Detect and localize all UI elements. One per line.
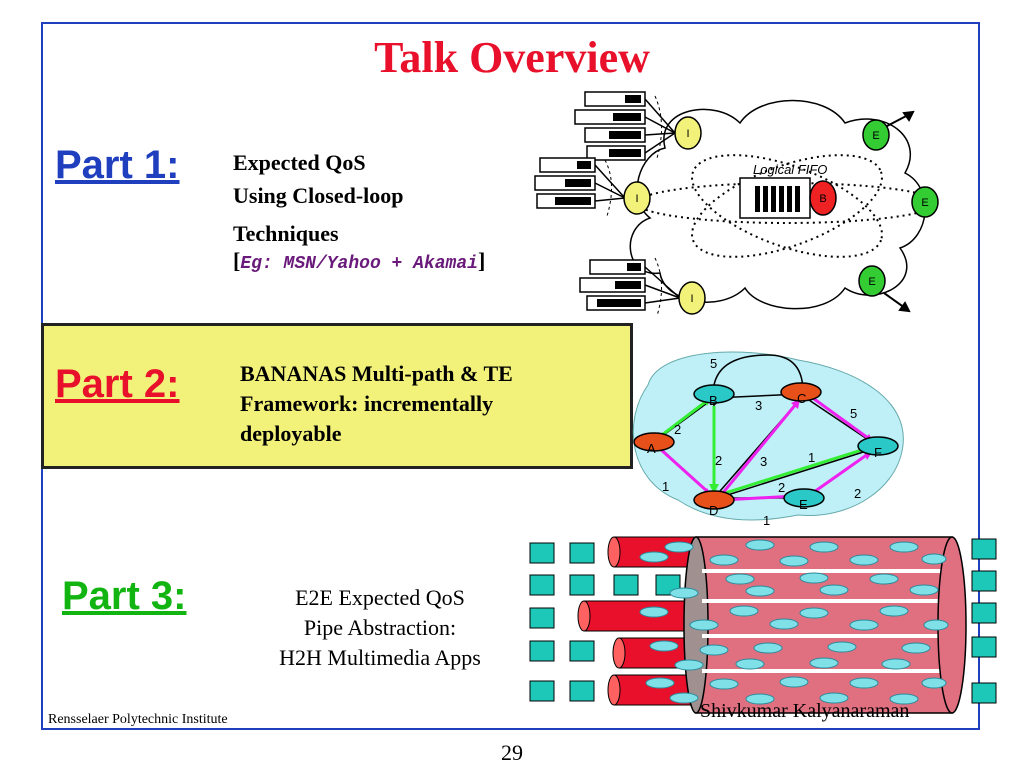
- router-B: [693, 384, 735, 404]
- part2-line1: BANANAS Multi-path & TE: [240, 361, 513, 386]
- part1-example: [Eg: MSN/Yahoo + Akamai]: [233, 250, 485, 275]
- ingress-routers: [623, 116, 706, 315]
- big-pipe: [695, 536, 953, 714]
- egress-label-2: E: [921, 197, 928, 209]
- ingress-label-1: I: [686, 128, 689, 140]
- bottleneck-router: [809, 180, 837, 216]
- node-label-D: D: [709, 503, 718, 518]
- pipe-stripes: [702, 569, 952, 673]
- router-F: [857, 436, 899, 456]
- router-D: [693, 490, 735, 510]
- footer-author: Shivkumar Kalyanaraman: [700, 700, 910, 722]
- router-E: [783, 488, 825, 508]
- node-label-A: A: [647, 441, 656, 456]
- part2-highlight-box: [41, 323, 633, 469]
- source-packets: [529, 542, 681, 702]
- weight-label: 1: [763, 513, 770, 528]
- part3-text: E2E Expected QoS Pipe Abstraction: H2H M…: [240, 583, 520, 673]
- part2-text: BANANAS Multi-path & TE Framework: incre…: [240, 359, 513, 449]
- routers: [633, 382, 899, 510]
- weight-label: 3: [755, 398, 762, 413]
- router-A: [633, 432, 675, 452]
- footer-institution: Rensselaer Polytechnic Institute: [48, 712, 228, 727]
- weight-label: 5: [850, 406, 857, 421]
- part2-line2: Framework: incrementally: [240, 391, 494, 416]
- logical-fifo-label: Logical FIFO: [753, 162, 827, 177]
- pipe-packets: [639, 539, 949, 705]
- slide-title: Talk Overview: [374, 33, 650, 82]
- destination-packets: [971, 538, 997, 704]
- pipe-abstraction-diagram: [529, 536, 997, 714]
- part3-line2: Pipe Abstraction:: [303, 615, 457, 640]
- part1-text: Expected QoS Using Closed-loop Technique…: [233, 146, 485, 275]
- weight-label: 1: [662, 479, 669, 494]
- egress-arrows: [883, 110, 915, 313]
- edge-weights: 5 3 5 2 2 3 1 1 2 2 1: [662, 356, 861, 528]
- bottleneck-label: B: [819, 193, 826, 205]
- weight-label: 3: [760, 454, 767, 469]
- node-label-F: F: [874, 445, 882, 460]
- part3-line3: H2H Multimedia Apps: [279, 645, 481, 670]
- part3-label: Part 3:: [62, 574, 187, 618]
- magenta-paths: [656, 394, 869, 502]
- part1-line2: Using Closed-loop: [233, 183, 404, 208]
- logical-fifo-diagram: Logical FIFO B I I I E E E: [534, 91, 939, 317]
- ingress-links: [594, 98, 681, 304]
- weight-label: 2: [715, 453, 722, 468]
- node-label-C: C: [797, 391, 806, 406]
- part2-label: Part 2:: [55, 362, 180, 406]
- egress-label-1: E: [872, 130, 879, 142]
- multipath-network-diagram: A B C D E F 5 3 5 2 2 3 1 1 2 2 1: [632, 351, 904, 528]
- ingress-label-2: I: [635, 193, 638, 205]
- fifo-packets: [755, 186, 800, 212]
- weight-label: 5: [710, 356, 717, 371]
- part1-line1: Expected QoS: [233, 150, 366, 175]
- part3-line1: E2E Expected QoS: [295, 585, 465, 610]
- weight-label: 2: [778, 480, 785, 495]
- node-label-E: E: [799, 497, 808, 512]
- part1-example-text: Eg: MSN/Yahoo + Akamai: [240, 254, 478, 274]
- part1-label: Part 1:: [55, 143, 180, 187]
- weight-label: 2: [854, 486, 861, 501]
- ingress-label-3: I: [690, 293, 693, 305]
- node-label-B: B: [709, 393, 718, 408]
- weight-label: 1: [808, 450, 815, 465]
- egress-routers: [858, 119, 939, 297]
- bracket-close: ]: [477, 248, 486, 273]
- part1-line3: Techniques: [233, 221, 339, 246]
- page-number: 29: [501, 740, 523, 765]
- router-C: [780, 382, 822, 402]
- part2-line3: deployable: [240, 421, 342, 446]
- weight-label: 2: [674, 422, 681, 437]
- green-paths: [657, 398, 869, 496]
- bracket-open: [: [233, 248, 241, 273]
- egress-label-3: E: [868, 276, 875, 288]
